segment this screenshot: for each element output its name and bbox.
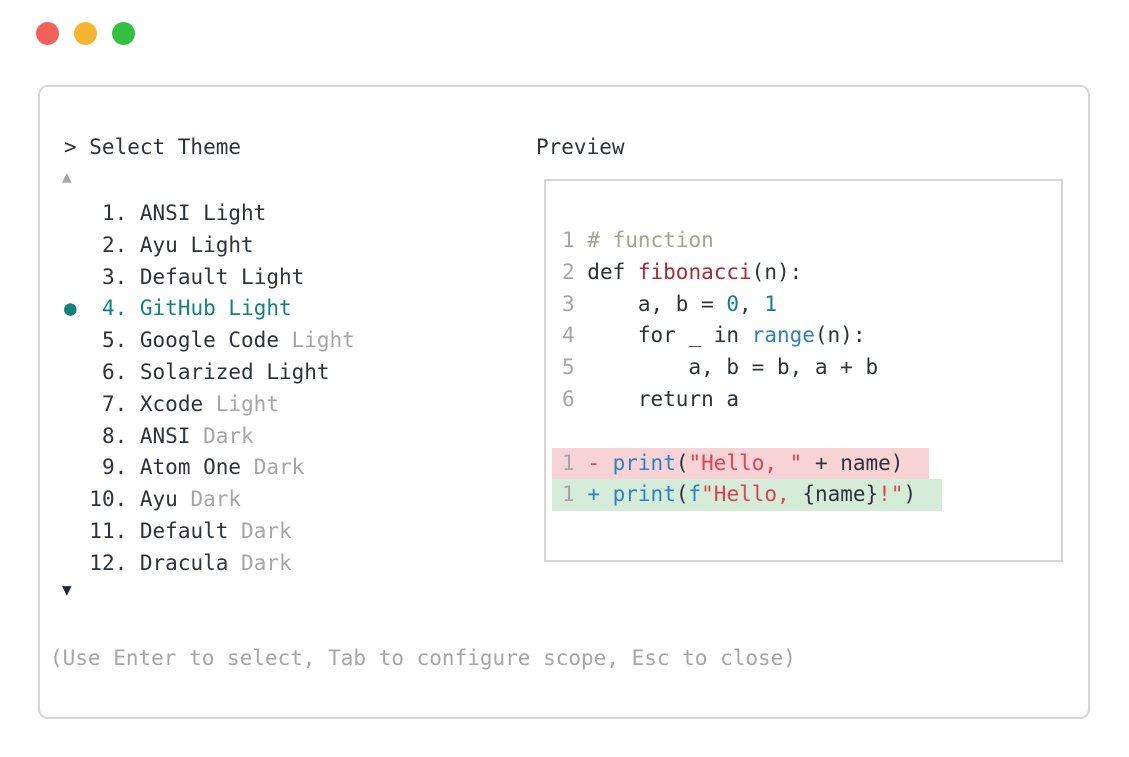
window-controls xyxy=(36,22,135,45)
theme-option-6[interactable]: 6. Solarized Light xyxy=(76,359,330,384)
select-theme-prompt: > Select Theme xyxy=(64,135,242,159)
theme-option-8[interactable]: 8. ANSI Dark xyxy=(76,423,254,448)
preview-label: Preview xyxy=(536,135,625,159)
code-line xyxy=(562,416,1061,448)
scroll-down-icon[interactable]: ▼ xyxy=(62,580,72,599)
code-line: 2 def fibonacci(n): xyxy=(562,259,803,284)
theme-option-12[interactable]: 12. Dracula Dark xyxy=(76,550,292,575)
code-line: 4 for _ in range(n): xyxy=(562,323,866,348)
code-line: 6 return a xyxy=(562,386,740,411)
diff-line-add: 1 + print(f"Hello, {name}!") xyxy=(552,479,1061,512)
theme-option-9[interactable]: 9. Atom One Dark xyxy=(76,455,305,480)
theme-option-10[interactable]: 10. Ayu Dark xyxy=(76,487,242,512)
theme-option-11[interactable]: 11. Default Dark xyxy=(76,518,292,543)
code-preview: 1 # function 2 def fibonacci(n): 3 a, b = … xyxy=(544,179,1063,562)
theme-picker-panel: > Select Theme ▲ 1. ANSI Light 2. Ayu Li… xyxy=(38,85,1090,719)
code-line: 1 # function xyxy=(562,228,714,252)
theme-option-4[interactable]: ● 4. GitHub Light xyxy=(64,296,292,321)
scroll-up-icon[interactable]: ▲ xyxy=(62,167,72,186)
theme-list: 1. ANSI Light 2. Ayu Light 3. Default Li… xyxy=(64,198,355,580)
theme-option-2[interactable]: 2. Ayu Light xyxy=(76,232,254,257)
help-text: (Use Enter to select, Tab to configure s… xyxy=(50,646,796,670)
theme-option-1[interactable]: 1. ANSI Light xyxy=(76,201,267,225)
code-line: 5 a, b = b, a + b xyxy=(562,355,879,380)
diff-line-del: 1 - print("Hello, " + name) xyxy=(552,447,1061,480)
code-block: 1 # function 2 def fibonacci(n): 3 a, b = … xyxy=(546,181,1061,512)
minimize-button[interactable] xyxy=(74,22,97,45)
code-line: 3 a, b = 0, 1 xyxy=(562,291,777,316)
theme-option-7[interactable]: 7. Xcode Light xyxy=(76,391,279,416)
close-button[interactable] xyxy=(36,22,59,45)
theme-option-5[interactable]: 5. Google Code Light xyxy=(76,328,355,353)
theme-option-3[interactable]: 3. Default Light xyxy=(76,264,305,289)
maximize-button[interactable] xyxy=(112,22,135,45)
